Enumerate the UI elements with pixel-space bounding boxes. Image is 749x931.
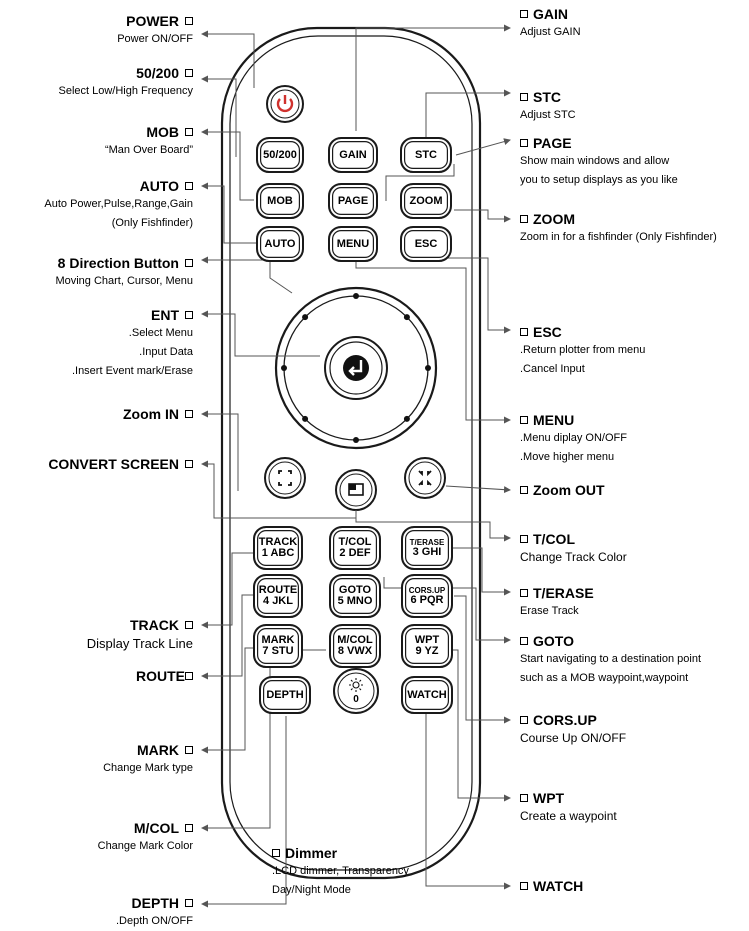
label-tcol: T/COL Change Track Color — [520, 531, 627, 564]
label-50-200: 50/200 Select Low/High Frequency — [58, 65, 193, 97]
label-menu: MENU .Menu diplay ON/OFF .Move higher me… — [520, 412, 627, 463]
label-power-title: POWER — [126, 13, 179, 29]
mob-button[interactable]: MOB — [256, 183, 304, 219]
50-200-button[interactable]: 50/200 — [256, 137, 304, 173]
label-zoom-in: Zoom IN — [123, 406, 193, 423]
esc-button[interactable]: ESC — [400, 226, 452, 262]
remote-body-inner — [229, 35, 473, 871]
menu-button[interactable]: MENU — [328, 226, 378, 262]
dimmer-key-digit: 0 — [353, 694, 359, 705]
direction-dot[interactable] — [281, 365, 287, 371]
label-mark: MARK Change Mark type — [103, 742, 193, 774]
label-watch: WATCH — [520, 878, 583, 895]
direction-dots — [281, 293, 431, 443]
direction-dot[interactable] — [302, 314, 309, 321]
label-route: ROUTE — [136, 668, 193, 685]
label-esc: ESC .Return plotter from menu .Cancel In… — [520, 324, 646, 375]
label-goto: GOTO Start navigating to a destination p… — [520, 633, 702, 684]
auto-button[interactable]: AUTO — [256, 226, 304, 262]
label-ent: ENT .Select Menu .Input Data .Insert Eve… — [71, 307, 193, 377]
label-mcol: M/COL Change Mark Color — [97, 820, 193, 852]
direction-dot[interactable] — [353, 293, 359, 299]
zoom-out-icon — [418, 470, 432, 486]
label-terase: T/ERASE Erase Track — [520, 585, 594, 617]
label-corsup: CORS.UP Course Up ON/OFF — [520, 712, 627, 745]
zoom-in-button — [264, 457, 306, 499]
label-convert-screen: CONVERT SCREEN — [48, 456, 193, 473]
ent-button-inner — [329, 341, 383, 395]
label-auto: AUTO Auto Power,Pulse,Range,Gain (Only F… — [44, 178, 193, 229]
label-page: PAGE Show main windows and allow you to … — [520, 135, 678, 186]
label-direction-button: 8 Direction Button Moving Chart, Cursor,… — [55, 255, 193, 287]
gain-button[interactable]: GAIN — [328, 137, 378, 173]
enter-arrow — [348, 360, 363, 376]
direction-dot[interactable] — [425, 365, 431, 371]
label-depth: DEPTH .Depth ON/OFF — [115, 895, 193, 927]
sun-icon — [349, 678, 363, 692]
label-dimmer: Dimmer .LCD dimmer, Transparency Day/Nig… — [272, 845, 409, 896]
label-gain: GAIN Adjust GAIN — [520, 6, 581, 38]
zoom-in-icon — [278, 470, 292, 486]
zoom-out-button — [404, 457, 446, 499]
enter-icon — [343, 355, 369, 381]
label-zoom: ZOOM Zoom in for a fishfinder (Only Fish… — [520, 211, 717, 243]
label-zoom-out: Zoom OUT — [520, 482, 605, 499]
stc-button[interactable]: STC — [400, 137, 452, 173]
label-power-desc: Power ON/OFF — [117, 33, 193, 45]
direction-dot[interactable] — [302, 415, 309, 422]
label-wpt: WPT Create a waypoint — [520, 790, 617, 823]
label-track: TRACK Display Track Line — [86, 617, 193, 651]
direction-dot[interactable] — [353, 437, 359, 443]
direction-dot[interactable] — [403, 415, 410, 422]
label-stc: STC Adjust STC — [520, 89, 576, 121]
watch-button[interactable]: WATCH — [401, 676, 453, 714]
page-button[interactable]: PAGE — [328, 183, 378, 219]
zoom-button[interactable]: ZOOM — [400, 183, 452, 219]
direction-dot[interactable] — [403, 314, 410, 321]
power-icon — [276, 98, 294, 113]
depth-button[interactable]: DEPTH — [259, 676, 311, 714]
label-mob: MOB “Man Over Board” — [104, 124, 193, 156]
label-power: POWER Power ON/OFF — [117, 13, 193, 49]
